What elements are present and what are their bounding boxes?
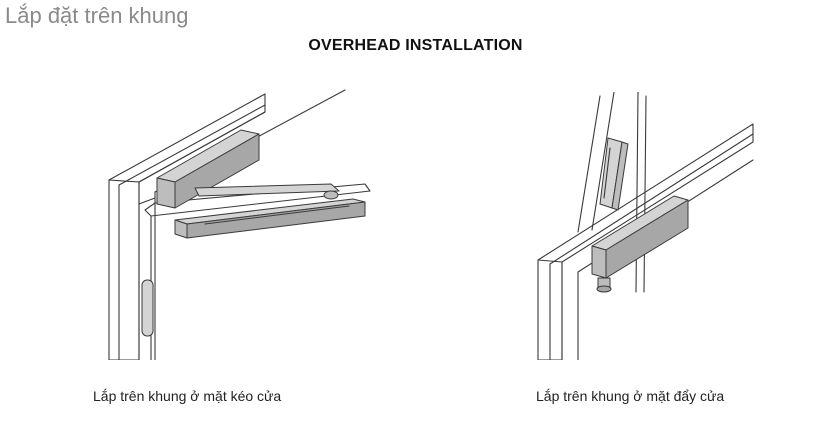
slide-track bbox=[599, 137, 629, 211]
page-heading: Lắp đặt trên khung bbox=[5, 3, 189, 28]
door-frame bbox=[108, 89, 371, 360]
diagram-subtitle: OVERHEAD INSTALLATION bbox=[308, 37, 523, 54]
pull-side-installation-illustration bbox=[108, 89, 371, 360]
closer-arm bbox=[194, 183, 340, 200]
hinge bbox=[141, 279, 154, 337]
push-side-installation-illustration bbox=[537, 92, 754, 360]
push-side-caption: Lắp trên khung ở mặt đẩy cửa bbox=[536, 388, 725, 404]
slide-track bbox=[174, 198, 366, 239]
pull-side-caption: Lắp trên khung ở mặt kéo cửa bbox=[93, 388, 282, 404]
closer-pivot bbox=[596, 277, 612, 293]
